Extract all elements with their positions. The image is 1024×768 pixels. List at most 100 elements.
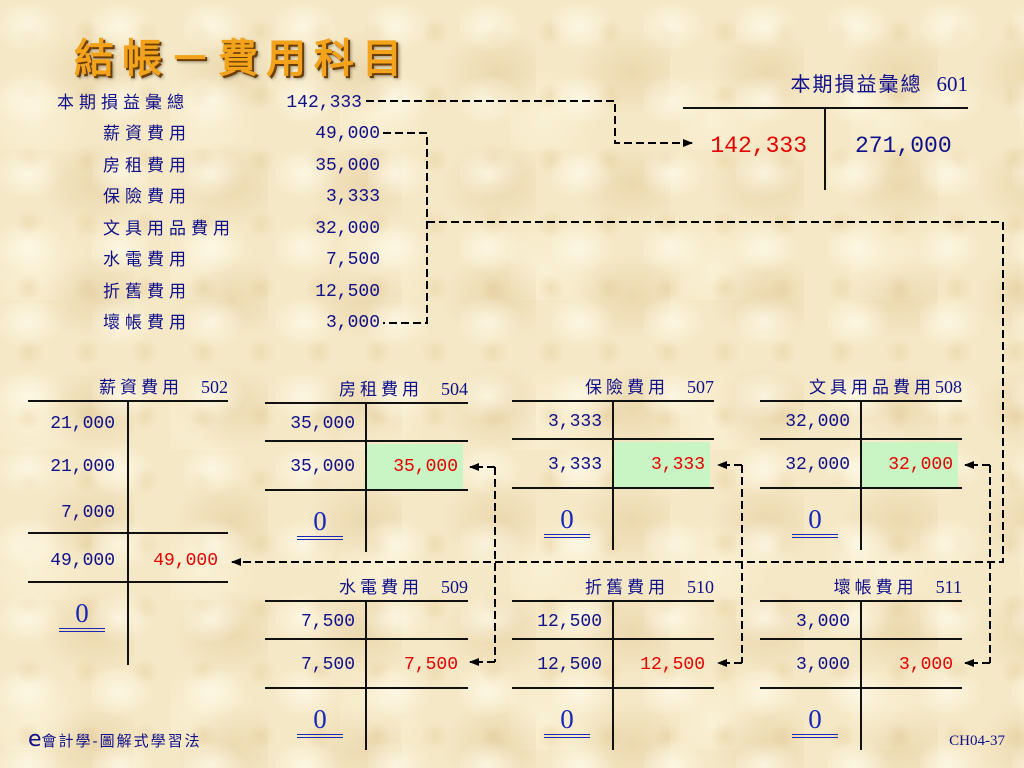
debit-entry: 35,000: [290, 414, 355, 434]
t-account-center-rule: [860, 401, 862, 550]
closing-credit: 3,000: [898, 655, 953, 675]
entry-credit-account: 水電費用: [103, 250, 191, 270]
entry-row-credit: 保險費用 3,333: [0, 186, 400, 208]
entry-row-credit: 折舊費用 12,500: [0, 281, 400, 303]
closing-credit: 35,000: [393, 457, 458, 477]
ending-balance: 0: [792, 504, 838, 538]
closing-credit-highlight: [614, 442, 710, 487]
entry-credit-account: 壞帳費用: [103, 313, 191, 333]
entry-row-credit: 房租費用 35,000: [0, 155, 400, 177]
footer-brand-text: 會計學-圖解式學習法: [41, 732, 202, 750]
ending-balance: 0: [297, 506, 343, 540]
closing-credit: 32,000: [888, 455, 953, 475]
summary-debit-amount: 142,333: [710, 133, 807, 159]
t-account-closing-rule: [760, 687, 962, 689]
entry-credit-account: 薪資費用: [103, 124, 191, 144]
summary-credit-amount: 271,000: [855, 133, 952, 159]
debit-total: 7,500: [300, 655, 355, 675]
entry-row-credit: 薪資費用 49,000: [0, 123, 400, 145]
entry-credit-amount: 32,000: [315, 219, 380, 239]
ending-balance: 0: [59, 598, 105, 632]
debit-total: 49,000: [50, 551, 115, 571]
debit-entry: 32,000: [785, 412, 850, 432]
t-account-rent: 房租費用 504 35,000 35,000 35,000 0: [265, 378, 468, 554]
t-account-number: 507: [687, 377, 714, 397]
entry-row-credit: 文具用品費用 32,000: [0, 218, 400, 240]
t-account-total-rule: [265, 440, 468, 442]
entry-credit-amount: 3,333: [325, 187, 380, 207]
entry-credit-account: 房租費用: [103, 156, 191, 176]
entry-credit-account: 保險費用: [103, 187, 191, 207]
entry-debit-account: 本期損益彙總: [57, 93, 189, 113]
t-account-number: 509: [441, 577, 468, 597]
debit-total: 35,000: [290, 457, 355, 477]
debit-total: 3,333: [547, 455, 602, 475]
t-account-center-rule: [612, 401, 614, 550]
t-account-title: 薪資費用 502: [99, 376, 228, 398]
debit-entry: 7,000: [60, 503, 115, 523]
t-account-number: 510: [687, 577, 714, 597]
t-account-closing-rule: [265, 687, 468, 689]
t-account-title: 水電費用 509: [339, 576, 468, 598]
t-account-title: 文具用品費用508: [809, 376, 962, 398]
slide-title: 結帳－費用科目: [74, 35, 410, 82]
entry-credit-amount: 7,500: [325, 250, 380, 270]
t-account-closing-rule: [28, 581, 228, 583]
debit-entry: 21,000: [50, 414, 115, 434]
debit-entry: 12,500: [537, 612, 602, 632]
closing-credit: 3,333: [650, 455, 705, 475]
t-account-total-rule: [265, 638, 468, 640]
t-account-total-rule: [760, 638, 962, 640]
t-account-number: 502: [201, 377, 228, 397]
entry-credit-account: 折舊費用: [103, 282, 191, 302]
t-account-center-rule: [365, 403, 367, 552]
t-account-name: 水電費用: [339, 578, 423, 598]
link-debit-to-summary: [366, 100, 693, 147]
entry-credit-amount: 12,500: [315, 282, 380, 302]
closing-credit: 12,500: [640, 655, 705, 675]
debit-total: 3,000: [795, 655, 850, 675]
t-account-name: 薪資費用: [99, 378, 183, 398]
summary-account-name: 本期損益彙總: [790, 72, 923, 96]
t-account-title: 折舊費用 510: [585, 576, 714, 598]
closing-credit: 7,500: [403, 655, 458, 675]
ending-balance: 0: [792, 704, 838, 738]
link-to-salary-account: [231, 221, 1004, 566]
entry-credit-amount: 35,000: [315, 156, 380, 176]
t-account-name: 文具用品費用: [809, 378, 935, 398]
entry-credit-account: 文具用品費用: [103, 219, 235, 239]
entry-row-credit: 水電費用 7,500: [0, 249, 400, 271]
t-account-closing-rule: [512, 487, 714, 489]
t-account-title: 房租費用 504: [339, 378, 468, 400]
t-account-closing-rule: [265, 489, 468, 491]
t-account-name: 保險費用: [585, 378, 669, 398]
t-account-number: 504: [441, 379, 468, 399]
debit-entry: 3,333: [547, 412, 602, 432]
t-account-total-rule: [760, 438, 962, 440]
t-account-total-rule: [28, 532, 228, 534]
t-account-name: 房租費用: [339, 380, 423, 400]
t-account-center-rule: [860, 601, 862, 750]
debit-entry: 3,000: [795, 612, 850, 632]
entry-credit-amount: 3,000: [325, 313, 380, 333]
entry-row-credit: 壞帳費用 3,000: [0, 312, 400, 334]
t-account-insurance: 保險費用 507 3,333 3,333 3,333 0: [512, 376, 714, 552]
t-account-center-rule: [612, 601, 614, 750]
ending-balance: 0: [544, 504, 590, 538]
footer-brand-letter: e: [28, 727, 42, 752]
debit-total: 12,500: [537, 655, 602, 675]
t-account-number: 508: [935, 377, 962, 397]
t-account-number: 511: [935, 577, 962, 597]
t-account-name: 折舊費用: [585, 578, 669, 598]
t-account-stationery: 文具用品費用508 32,000 32,000 32,000 0: [760, 376, 962, 552]
t-account-total-rule: [512, 638, 714, 640]
debit-entry: 21,000: [50, 457, 115, 477]
